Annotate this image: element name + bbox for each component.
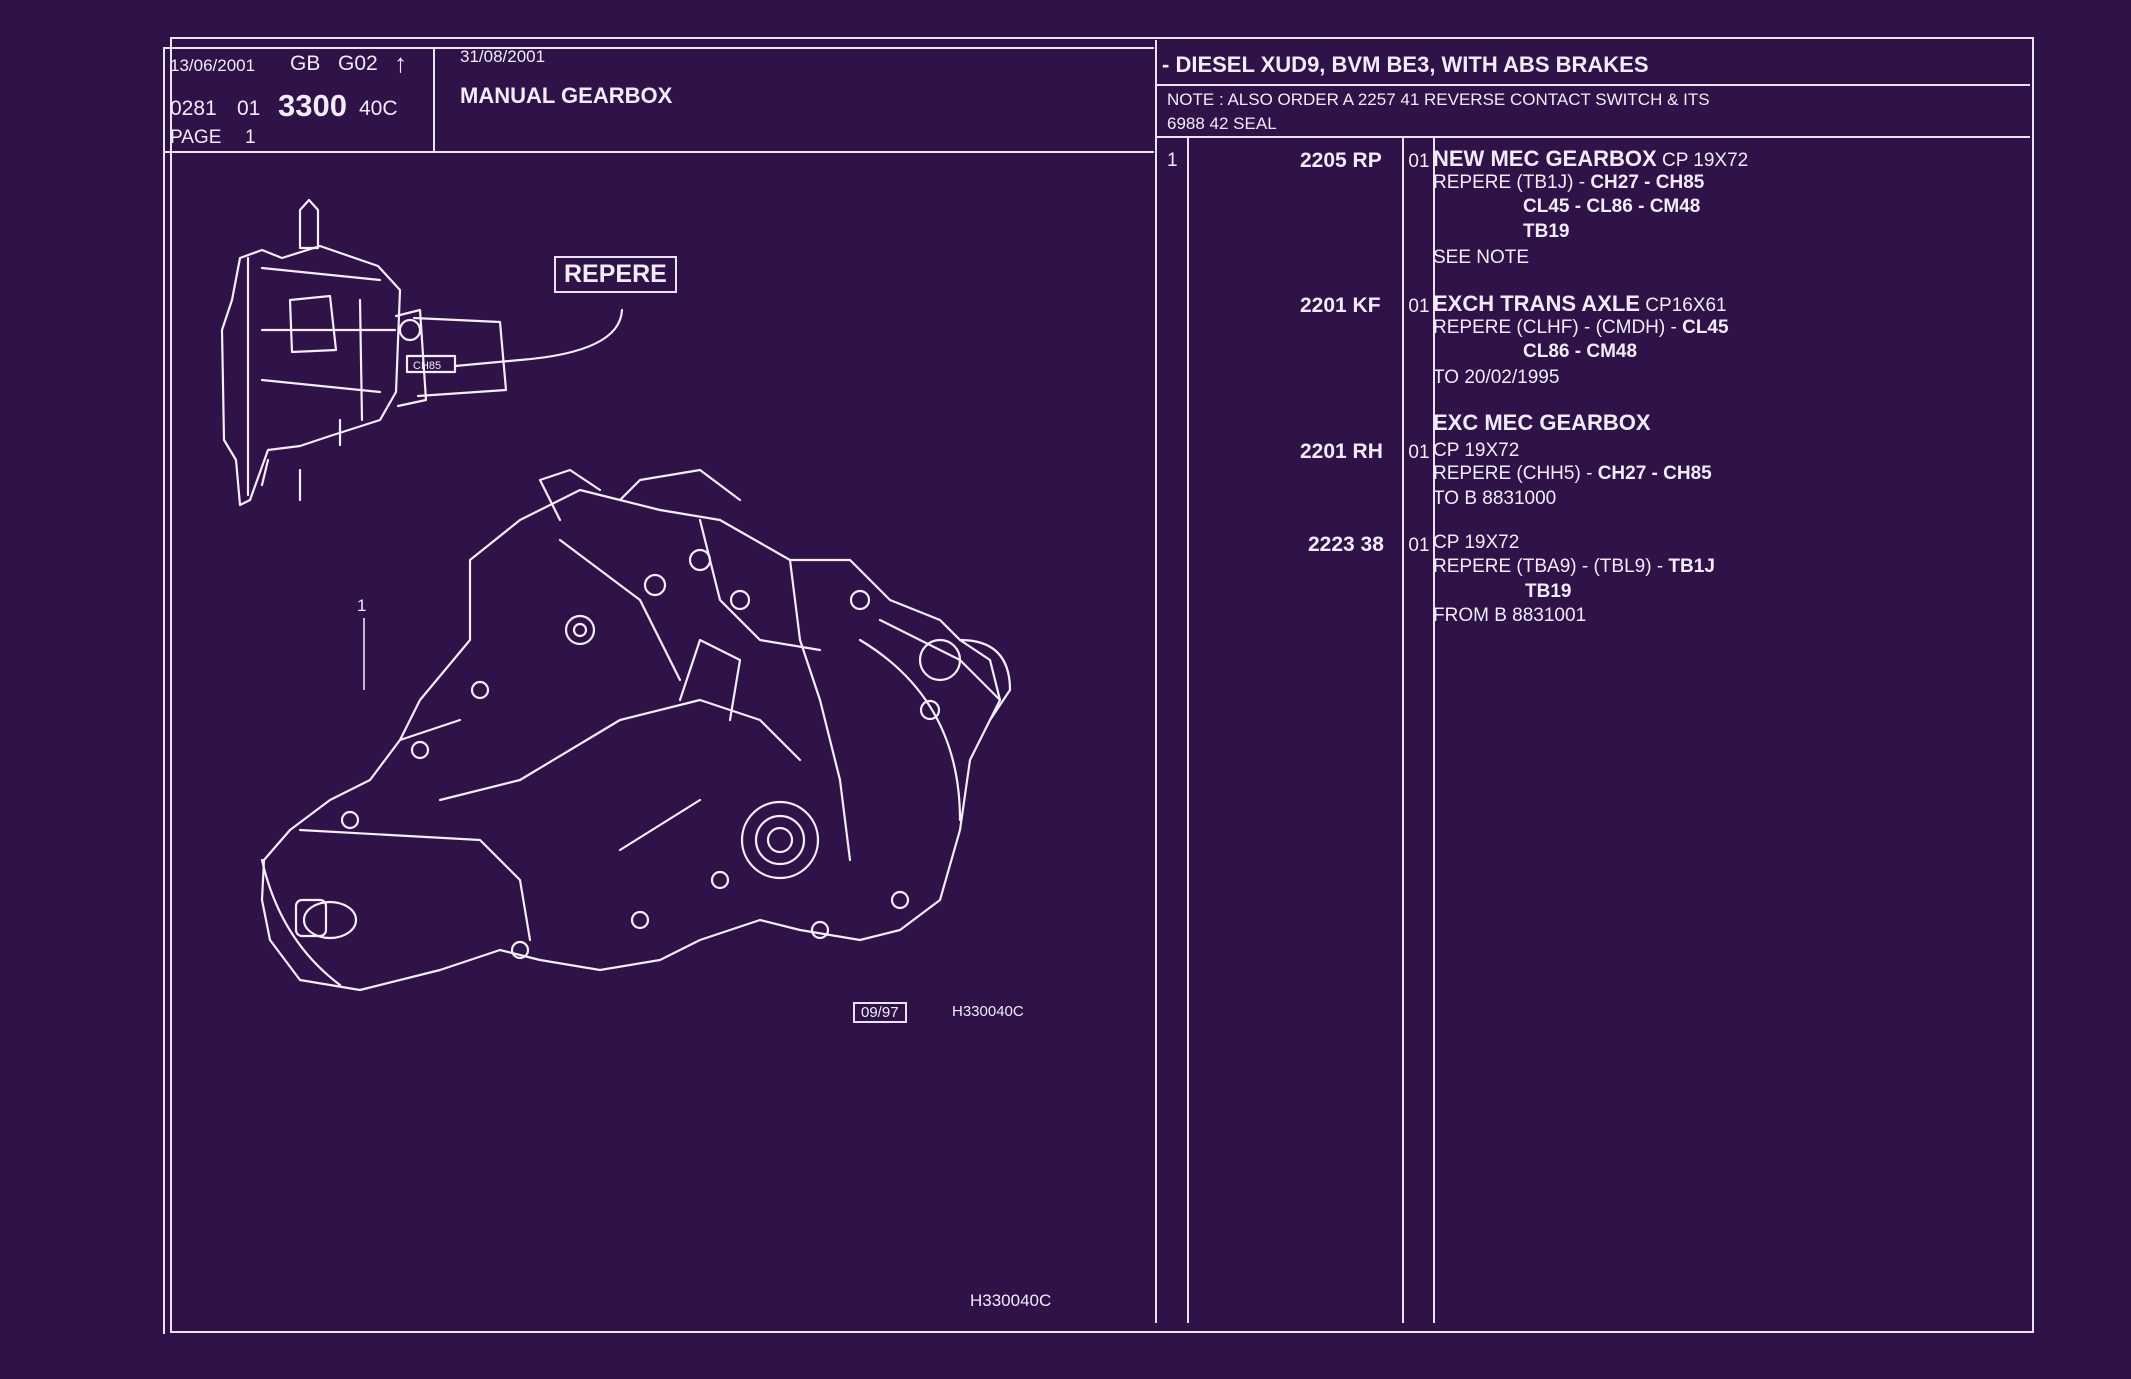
part-qty: 01 bbox=[1408, 535, 1430, 556]
part-heading: EXC MEC GEARBOX bbox=[1433, 410, 1651, 435]
part-desc-bold: TB1J bbox=[1668, 556, 1715, 577]
header-separator bbox=[433, 47, 435, 152]
part-desc-normal: REPERE (TB1J) - bbox=[1433, 172, 1591, 193]
part-desc-normal: CP 19X72 bbox=[1656, 150, 1749, 171]
part-desc-line: TO 20/02/1995 bbox=[1433, 367, 1560, 388]
page-title: MANUAL GEARBOX bbox=[460, 83, 673, 108]
part-desc-normal: REPERE (CLHF) - (CMDH) - bbox=[1433, 317, 1683, 338]
part-qty: 01 bbox=[1408, 296, 1430, 317]
right-header-line bbox=[1156, 84, 2030, 86]
col-item-divider bbox=[1187, 137, 1189, 1323]
part-desc-line: TB19 bbox=[1523, 221, 1570, 242]
part-desc-line: REPERE (CLHF) - (CMDH) - CL45 bbox=[1433, 317, 1729, 339]
vehicle-title: - DIESEL XUD9, BVM BE3, WITH ABS BRAKES bbox=[1162, 52, 1649, 77]
part-desc-normal: REPERE (TBA9) - (TBL9) - bbox=[1433, 556, 1669, 577]
part-desc-line: REPERE (TBA9) - (TBL9) - TB1J bbox=[1433, 556, 1715, 578]
header-bottom-line-left bbox=[163, 151, 1154, 153]
gearbox-drawing: CH85 bbox=[220, 198, 1012, 992]
part-ref: 2201 KF bbox=[1300, 294, 1381, 317]
part-desc-line: CL45 - CL86 - CM48 bbox=[1523, 196, 1701, 217]
part-desc-line: CP 19X72 bbox=[1433, 532, 1520, 553]
part-desc-bold: CL45 bbox=[1682, 317, 1729, 338]
part-desc-line: NEW MEC GEARBOX CP 19X72 bbox=[1433, 146, 1748, 172]
header-page-label: PAGE bbox=[170, 127, 222, 148]
note-line-2: 6988 42 SEAL bbox=[1167, 114, 1277, 133]
drawing-ref-small: H330040C bbox=[952, 1003, 1024, 1020]
part-desc-bold: EXCH TRANS AXLE bbox=[1433, 291, 1640, 316]
part-ref: 2223 38 bbox=[1308, 533, 1384, 556]
part-desc-line: FROM B 8831001 bbox=[1433, 605, 1587, 626]
note-line-1: NOTE : ALSO ORDER A 2257 41 REVERSE CONT… bbox=[1167, 90, 1710, 109]
col-ref-divider bbox=[1402, 137, 1404, 1323]
header-code-main: 3300 bbox=[278, 88, 347, 123]
version-box: 09/97 bbox=[853, 1002, 907, 1023]
header-date: 13/06/2001 bbox=[170, 56, 256, 75]
header-code-a: 0281 bbox=[170, 97, 217, 120]
item-number: 1 bbox=[1167, 150, 1178, 171]
ch-tag-label: CH85 bbox=[413, 360, 441, 372]
part-ref: 2205 RP bbox=[1300, 149, 1382, 172]
item-callout-number: 1 bbox=[357, 596, 367, 615]
header-page-num: 1 bbox=[245, 127, 256, 148]
repere-leader bbox=[453, 308, 624, 368]
drawing-ref-bottom: H330040C bbox=[970, 1291, 1052, 1310]
part-qty: 01 bbox=[1408, 442, 1430, 463]
part-qty: 01 bbox=[1408, 151, 1430, 172]
part-desc-line: EXCH TRANS AXLE CP16X61 bbox=[1433, 291, 1727, 317]
part-desc-normal: CP16X61 bbox=[1639, 295, 1727, 316]
part-desc-line: REPERE (TB1J) - CH27 - CH85 bbox=[1433, 172, 1704, 194]
part-desc-line: TB19 bbox=[1525, 581, 1572, 602]
header-code-c: 40C bbox=[359, 97, 398, 120]
outer-frame bbox=[170, 37, 2034, 1333]
header-left-rule-top bbox=[163, 48, 165, 1334]
part-desc-normal: REPERE (CHH5) - bbox=[1433, 463, 1598, 484]
part-ref: 2201 RH bbox=[1300, 440, 1383, 463]
right-note-line bbox=[1156, 136, 2030, 138]
part-desc-bold: NEW MEC GEARBOX bbox=[1433, 146, 1657, 171]
part-desc-line: CL86 - CM48 bbox=[1523, 341, 1638, 362]
header-code-b: 01 bbox=[237, 97, 261, 120]
part-desc-line: TO B 8831000 bbox=[1433, 488, 1557, 509]
header-arrow-icon: ↑ bbox=[394, 48, 407, 78]
main-gearbox-sketch bbox=[260, 468, 1012, 992]
header-top-line bbox=[163, 47, 1154, 49]
part-desc-line: CP 19X72 bbox=[1433, 440, 1520, 461]
part-desc-line: SEE NOTE bbox=[1433, 247, 1530, 268]
inset-gearbox-sketch bbox=[220, 198, 508, 507]
part-desc-bold: CH27 - CH85 bbox=[1590, 172, 1705, 193]
part-desc-bold: CH27 - CH85 bbox=[1597, 463, 1712, 484]
header-group: G02 bbox=[338, 52, 378, 75]
repere-label: REPERE bbox=[554, 256, 677, 293]
col-qty-divider bbox=[1433, 137, 1435, 1323]
main-divider bbox=[1155, 40, 1157, 1323]
header-lang: GB bbox=[290, 52, 321, 75]
header-date2: 31/08/2001 bbox=[460, 47, 546, 66]
part-desc-line: REPERE (CHH5) - CH27 - CH85 bbox=[1433, 463, 1712, 485]
